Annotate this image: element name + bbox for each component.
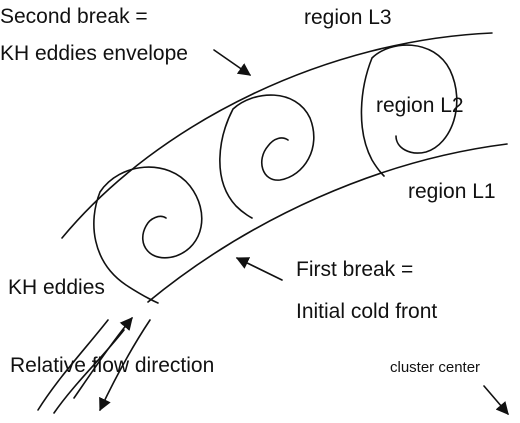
second-break-line1: Second break =: [0, 5, 148, 28]
cold-front-arc: [147, 143, 508, 303]
flow-line-down-arrow: [99, 319, 151, 412]
kh-envelope-arc: [61, 32, 493, 239]
cluster-center-arrow: [483, 385, 509, 415]
region-l1-label: region L1: [408, 180, 496, 203]
kh-eddy-1: [93, 166, 203, 304]
first-break-line2: Initial cold front: [296, 300, 437, 323]
second-break-line2: KH eddies envelope: [0, 42, 188, 65]
flow-line-1: [37, 319, 109, 411]
flow-line-up-arrow: [73, 317, 133, 399]
relative-flow-label: Relative flow direction: [10, 354, 214, 377]
region-l3-label: region L3: [304, 6, 392, 29]
region-l2-label: region L2: [376, 94, 464, 117]
envelope-pointer-arrow: [213, 49, 252, 76]
kh-eddies-label: KH eddies: [8, 276, 105, 299]
first-break-pointer-arrow: [235, 257, 283, 281]
cluster-center-label: cluster center: [390, 359, 480, 376]
kh-eddy-3: [360, 44, 458, 177]
first-break-line1: First break =: [296, 258, 413, 281]
flow-line-2: [53, 329, 125, 414]
kh-eddy-2: [219, 94, 315, 219]
